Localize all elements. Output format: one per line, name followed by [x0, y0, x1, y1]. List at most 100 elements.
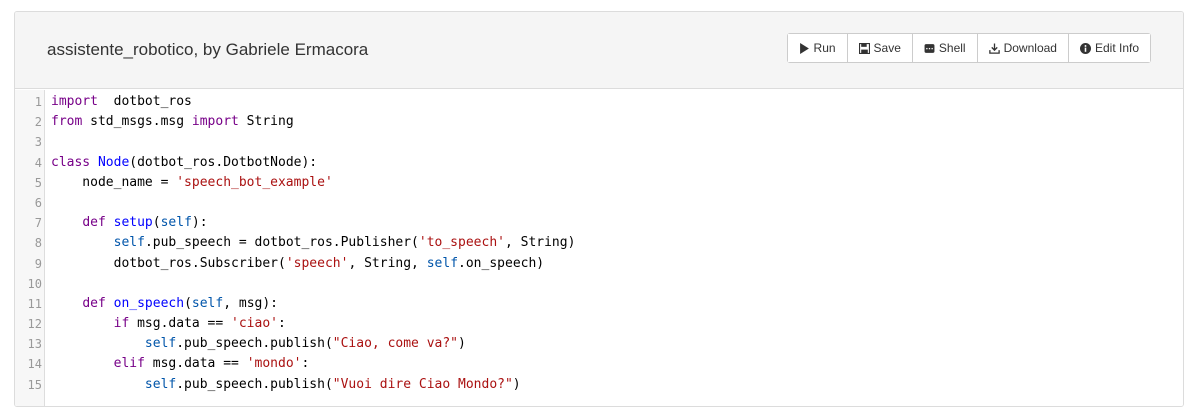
code-line-text: import dotbot_ros: [51, 92, 192, 112]
code-token: .pub_speech.publish(: [176, 336, 333, 352]
code-token: import: [51, 94, 98, 109]
code-token: dotbot_ros: [97, 94, 192, 109]
code-line[interactable]: 7 def setup(self):: [15, 213, 1183, 233]
terminal-icon: [924, 43, 935, 54]
code-token: self: [160, 215, 192, 231]
code-line[interactable]: 3: [15, 132, 1183, 152]
code-token: self: [426, 255, 459, 271]
code-token: [51, 296, 82, 311]
code-line[interactable]: 13 self.pub_speech.publish("Ciao, come v…: [15, 334, 1183, 354]
play-icon: [799, 42, 810, 54]
code-token: "Ciao, come va?": [332, 336, 459, 352]
code-token: on_speech: [113, 295, 185, 311]
code-line-text: self.pub_speech = dotbot_ros.Publisher('…: [51, 233, 576, 253]
code-token: ):: [191, 215, 208, 231]
code-token: [51, 356, 114, 371]
code-token: def: [82, 295, 106, 311]
code-line-text: if msg.data == 'ciao':: [51, 314, 286, 334]
code-token: [90, 155, 98, 170]
info-circle-icon: [1079, 42, 1091, 54]
code-token: msg.data ==: [129, 316, 232, 332]
code-token: [106, 215, 114, 230]
code-token: :: [278, 316, 286, 332]
code-line[interactable]: 9 dotbot_ros.Subscriber('speech', String…: [15, 254, 1183, 274]
code-line[interactable]: 10: [15, 274, 1183, 294]
code-line[interactable]: 5 node_name = 'speech_bot_example': [15, 173, 1183, 193]
code-token: 'to_speech': [418, 235, 505, 251]
code-token: [51, 316, 114, 331]
code-token: 'speech_bot_example': [176, 174, 333, 190]
line-number: 10: [27, 276, 42, 291]
project-panel: assistente_robotico, by Gabriele Ermacor…: [14, 11, 1184, 407]
edit-info-label: Edit Info: [1094, 41, 1139, 55]
code-token: std_msgs.msg: [82, 114, 192, 130]
code-token: ): [458, 336, 466, 352]
code-token: Node: [97, 154, 130, 170]
line-number-gutter: [15, 90, 45, 406]
code-line-text: from std_msgs.msg import String: [51, 112, 294, 132]
code-token: from: [51, 114, 83, 130]
code-line[interactable]: 2 from std_msgs.msg import String: [15, 112, 1183, 132]
line-number: 8: [34, 236, 42, 251]
code-token: ): [512, 376, 521, 392]
download-button[interactable]: Download: [977, 34, 1069, 62]
shell-button[interactable]: Shell: [912, 34, 978, 62]
code-token: [51, 235, 114, 250]
code-token: msg.data ==: [144, 356, 247, 372]
panel-header: assistente_robotico, by Gabriele Ermacor…: [15, 12, 1183, 89]
line-number: 1: [34, 95, 42, 109]
code-line[interactable]: 14 elif msg.data == 'mondo':: [15, 354, 1183, 374]
code-token: 'speech': [285, 255, 349, 271]
code-token: (dotbot_ros.DotbotNode):: [129, 154, 318, 170]
save-label: Save: [873, 41, 901, 55]
code-lines: 1 import dotbot_ros 2 from std_msgs.msg imp…: [15, 92, 1183, 395]
code-line-text: class Node(dotbot_ros.DotbotNode):: [51, 153, 317, 173]
code-token: if: [113, 316, 130, 332]
code-token: dotbot_ros.Subscriber(: [51, 255, 286, 271]
line-number: 9: [34, 256, 42, 271]
code-token: .on_speech): [458, 255, 545, 271]
code-token: self: [113, 235, 145, 251]
code-token: , msg):: [223, 295, 279, 311]
code-line-text: dotbot_ros.Subscriber('speech', String, …: [51, 254, 545, 274]
code-token: String: [238, 114, 294, 130]
code-line[interactable]: 15 self.pub_speech.publish("Vuoi dire Ci…: [15, 375, 1183, 395]
code-token: [51, 336, 145, 351]
code-line-text: def on_speech(self, msg):: [51, 294, 278, 314]
code-token: (: [152, 215, 161, 231]
code-line-text: self.pub_speech.publish("Vuoi dire Ciao …: [51, 375, 521, 395]
code-token: class: [51, 154, 91, 170]
code-line[interactable]: 12 if msg.data == 'ciao':: [15, 314, 1183, 334]
code-token: [51, 377, 145, 392]
code-line[interactable]: 8 self.pub_speech = dotbot_ros.Publisher…: [15, 233, 1183, 253]
code-line-text: elif msg.data == 'mondo':: [51, 354, 310, 374]
download-label: Download: [1003, 41, 1057, 55]
code-token: setup: [113, 215, 153, 231]
code-line-text: node_name = 'speech_bot_example': [51, 173, 333, 193]
code-token: (: [184, 295, 192, 311]
save-button[interactable]: Save: [847, 34, 913, 62]
code-editor[interactable]: 1 import dotbot_ros 2 from std_msgs.msg imp…: [15, 90, 1183, 406]
page-title: assistente_robotico, by Gabriele Ermacor…: [47, 40, 369, 59]
code-token: [51, 215, 82, 230]
code-token: , String,: [348, 255, 427, 271]
edit-info-button[interactable]: Edit Info: [1068, 34, 1150, 62]
code-line[interactable]: 6: [15, 193, 1183, 213]
line-number: 12: [27, 317, 42, 332]
toolbar: Run Save Shell Download: [786, 33, 1151, 63]
code-token: [106, 296, 114, 311]
line-number: 7: [34, 216, 42, 231]
line-number: 2: [34, 115, 42, 130]
code-line-text: def setup(self):: [51, 213, 208, 233]
code-token: import: [191, 114, 239, 130]
run-button[interactable]: Run: [787, 34, 848, 62]
code-token: .pub_speech = dotbot_ros.Publisher(: [144, 235, 419, 251]
code-line[interactable]: 1 import dotbot_ros: [15, 92, 1183, 112]
code-line[interactable]: 11 def on_speech(self, msg):: [15, 294, 1183, 314]
line-number: 5: [34, 175, 42, 190]
run-label: Run: [813, 41, 836, 55]
code-token: 'mondo': [246, 356, 302, 372]
code-token: node_name =: [51, 174, 177, 190]
line-number: 11: [27, 296, 42, 311]
